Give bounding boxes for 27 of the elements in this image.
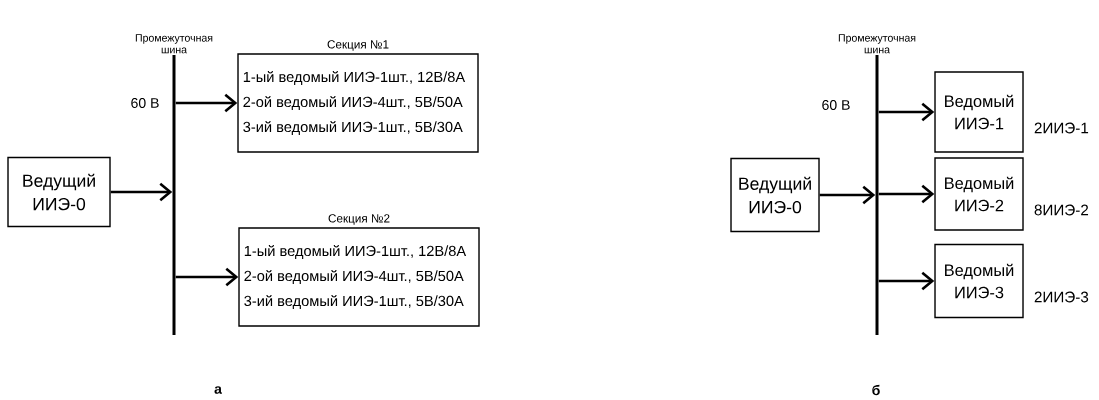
count-label: 8ИИЭ-2 (1034, 204, 1089, 216)
section-line: 1-ый ведомый ИИЭ-1шт., 12В/8А (244, 245, 467, 259)
voltage-label: 60 В (131, 98, 159, 108)
section-line: 3-ий ведомый ИИЭ-1шт., 5В/30А (243, 121, 463, 135)
count-label: 2ИИЭ-3 (1034, 291, 1089, 303)
section-heading: Секция №2 (328, 214, 390, 225)
section-line: 3-ий ведомый ИИЭ-1шт., 5В/30А (244, 295, 464, 309)
arrow (819, 185, 876, 205)
process-box: Ведомый ИИЭ-2 (934, 157, 1024, 231)
section-line: 2-ой ведомый ИИЭ-4шт., 5В/50А (243, 96, 463, 110)
arrow (878, 271, 935, 291)
process-box: Ведомый ИИЭ-3 (934, 243, 1024, 319)
arrow (878, 102, 935, 122)
process-box: Ведущий ИИЭ-0 (730, 157, 820, 233)
count-label: 2ИИЭ-1 (1034, 122, 1089, 134)
arrow (175, 93, 238, 113)
panel-letter: а (214, 386, 222, 394)
section-heading: Секция №1 (327, 40, 389, 51)
arrow (878, 184, 935, 204)
panel-letter: б (872, 384, 880, 396)
voltage-label: 60 В (822, 100, 850, 110)
arrow (110, 182, 173, 202)
process-box: Ведущий ИИЭ-0 (7, 156, 111, 228)
process-box: Ведомый ИИЭ-1 (934, 71, 1024, 153)
section-line: 1-ый ведомый ИИЭ-1шт., 12В/8А (243, 71, 466, 85)
arrow (175, 267, 239, 287)
section-line: 2-ой ведомый ИИЭ-4шт., 5В/50А (244, 270, 464, 284)
